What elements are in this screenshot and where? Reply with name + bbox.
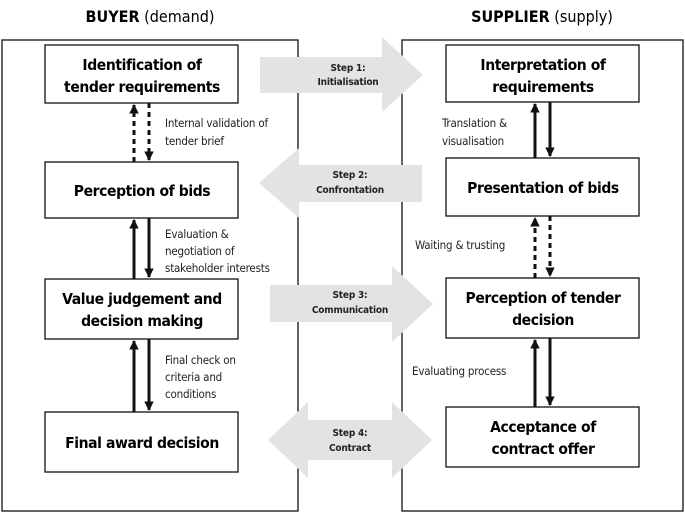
- supplier-link-1-label: Translation &visualisation: [441, 116, 507, 148]
- buyer-box-final-award: [44, 411, 239, 473]
- step-2-arrow: [259, 148, 422, 218]
- buyer-box-4-text: Final award decision: [65, 434, 219, 452]
- step-3-label: Step 3:Communication: [312, 290, 388, 316]
- supplier-box-presentation-of-bids: [445, 157, 640, 217]
- buyer-box-value-judgement: [44, 278, 239, 340]
- supplier-box-acceptance: [445, 406, 640, 468]
- supplier-title: SUPPLIER (supply): [471, 7, 613, 26]
- supplier-box-perception-of-decision: [445, 277, 640, 339]
- step-1-label: Step 1:Initialisation: [317, 63, 378, 88]
- buyer-panel: [1, 39, 299, 512]
- supplier-box-interpretation: [445, 44, 640, 103]
- step-4-arrow: [268, 402, 432, 478]
- buyer-box-identification: [44, 44, 239, 104]
- step-3-arrow: [270, 266, 433, 342]
- supplier-box-2-text: Presentation of bids: [467, 179, 619, 197]
- supplier-link-2-label: Waiting & trusting: [415, 238, 505, 252]
- buyer-box-2-text: Perception of bids: [74, 182, 211, 200]
- step-2-label: Step 2:Confrontation: [316, 170, 384, 196]
- buyer-box-perception-of-bids: [44, 161, 239, 219]
- step-4-label: Step 4:Contract: [329, 428, 372, 454]
- buyer-title: BUYER (demand): [86, 7, 215, 26]
- supplier-link-3-label: Evaluating process: [412, 364, 506, 378]
- step-1-arrow: [260, 37, 423, 112]
